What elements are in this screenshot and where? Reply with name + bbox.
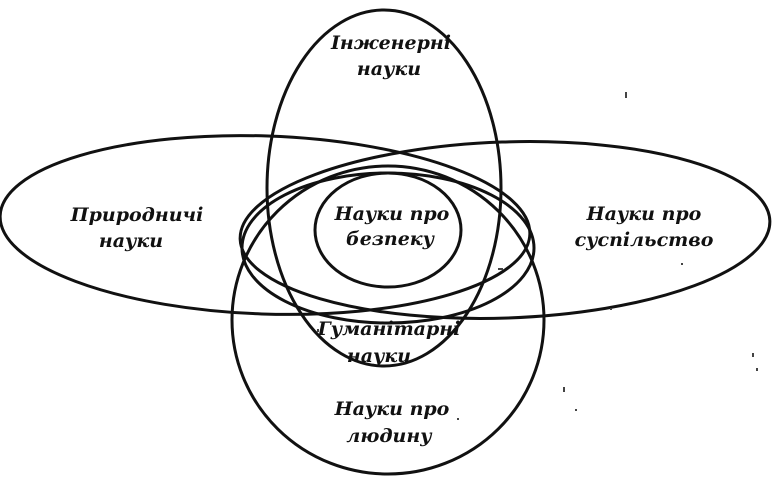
engineering-sciences-label: Інженерні науки [330, 32, 451, 80]
human-sciences-ellipse [230, 164, 546, 476]
humanities-label-line1: Гуманітарні [317, 318, 461, 340]
natural-sciences-label: Природничі науки [70, 204, 204, 252]
social-sciences-label: Науки про суспільство [575, 203, 714, 251]
human-label-line1: Науки про [334, 398, 450, 420]
human-sciences-label: Науки про людину [334, 398, 450, 447]
safety-label-line2: безпеку [346, 228, 436, 250]
natural-label-line1: Природничі [70, 204, 204, 226]
safety-sciences-label: Науки про безпеку [334, 203, 450, 250]
society-label-line1: Науки про [586, 203, 702, 225]
humanities-label-line2: науки [347, 345, 411, 367]
safety-label-line1: Науки про [334, 203, 450, 225]
social-sciences-ellipse [238, 140, 772, 320]
safety-sciences-ellipse [313, 171, 463, 289]
scan-noise [317, 92, 758, 420]
human-label-line2: людину [346, 425, 433, 447]
engineering-label-line2: науки [357, 58, 421, 80]
society-label-line2: суспільство [575, 229, 714, 251]
natural-sciences-ellipse [0, 134, 532, 316]
humanities-label: Гуманітарні науки [317, 318, 461, 367]
engineering-label-line1: Інженерні [330, 32, 451, 54]
natural-label-line2: науки [99, 230, 163, 252]
engineering-sciences-ellipse [265, 8, 503, 368]
